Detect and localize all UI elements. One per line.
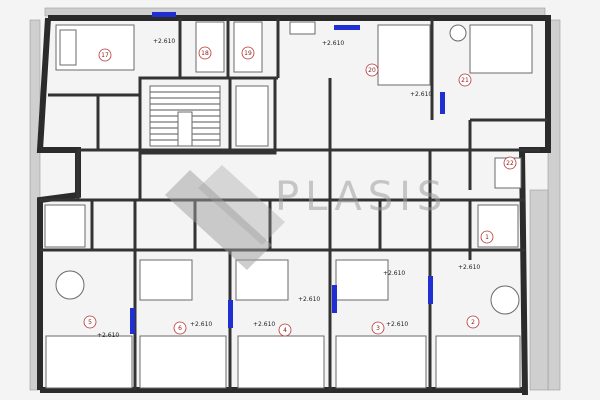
level-mark: +2.610 xyxy=(190,321,212,328)
level-mark: +2.610 xyxy=(153,38,175,45)
level-mark: +2.610 xyxy=(97,332,119,339)
room-label: 20 xyxy=(368,67,376,74)
room-label: 18 xyxy=(201,50,209,57)
room-label: 21 xyxy=(461,77,469,84)
level-mark: +2.610 xyxy=(322,40,344,47)
room-label: 17 xyxy=(101,52,109,59)
room-label: 5 xyxy=(88,319,92,326)
room-label: 4 xyxy=(283,327,287,334)
watermark: PLASIS xyxy=(165,165,448,270)
room-label: 22 xyxy=(506,160,514,167)
room-label: 6 xyxy=(178,325,182,332)
room-label: 1 xyxy=(485,234,489,241)
accent-markers xyxy=(130,12,445,334)
level-mark: +2.610 xyxy=(253,321,275,328)
furniture xyxy=(44,21,533,389)
watermark-text: PLASIS xyxy=(275,174,448,220)
room-label: 19 xyxy=(244,50,252,57)
room-markers: 17 18 19 20 21 22 5 6 4 3 2 1 xyxy=(83,46,517,337)
level-marks: +2.610 +2.610 +2.610 +2.610 +2.610 +2.61… xyxy=(97,38,480,339)
room-label: 3 xyxy=(376,325,380,332)
room-label: 2 xyxy=(471,319,475,326)
stair-core xyxy=(138,76,277,155)
level-mark: +2.610 xyxy=(410,91,432,98)
level-mark: +2.610 xyxy=(298,296,320,303)
level-mark: +2.610 xyxy=(386,321,408,328)
level-mark: +2.610 xyxy=(383,270,405,277)
level-mark: +2.610 xyxy=(458,264,480,271)
